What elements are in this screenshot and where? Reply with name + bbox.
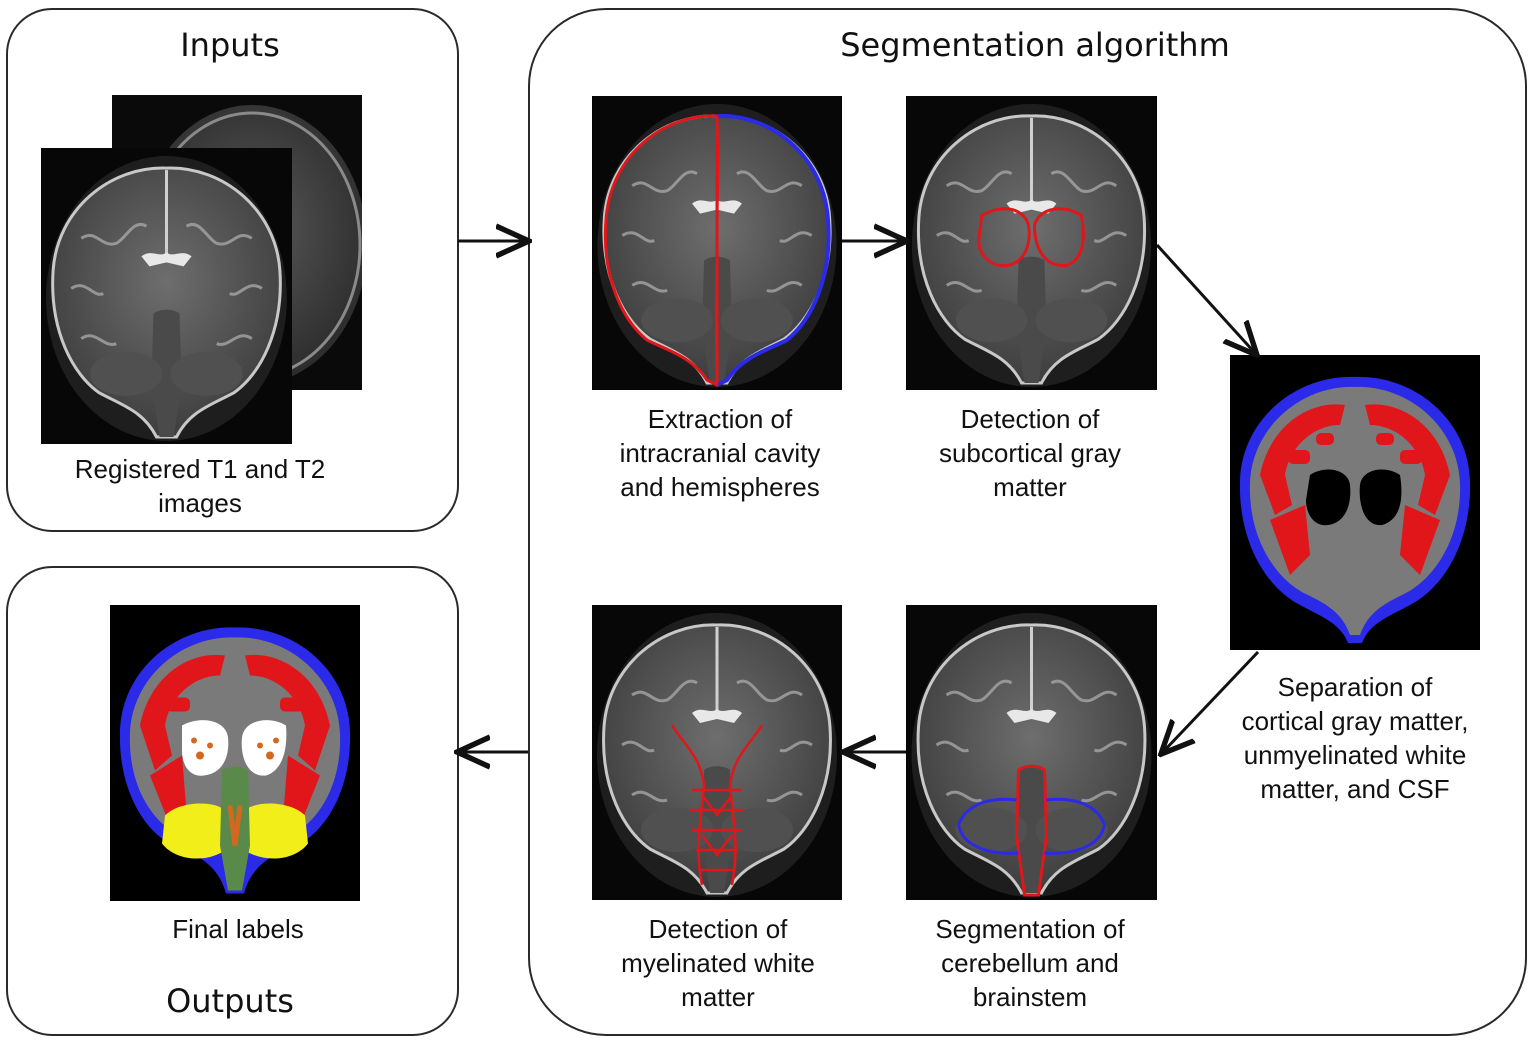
step-intracranial-caption: Extraction of intracranial cavity and he… bbox=[619, 404, 821, 502]
step-subcortical-image bbox=[906, 96, 1157, 390]
step-subcortical-caption: Detection of subcortical gray matter bbox=[938, 404, 1122, 502]
step-intracranial-image bbox=[592, 96, 842, 390]
step-cerebellum-caption: Segmentation of cerebellum and brainstem bbox=[935, 914, 1125, 1012]
algorithm-title: Segmentation algorithm bbox=[840, 26, 1230, 64]
step-myelinated-image bbox=[592, 605, 842, 900]
step-separation-image bbox=[1230, 355, 1480, 650]
t2-scan-image bbox=[41, 148, 292, 444]
step-cerebellum-image bbox=[906, 605, 1157, 900]
outputs-caption: Final labels bbox=[172, 914, 304, 944]
step-myelinated-caption: Detection of myelinated white matter bbox=[621, 914, 815, 1012]
inputs-title: Inputs bbox=[180, 26, 280, 64]
outputs-title: Outputs bbox=[166, 982, 294, 1020]
final-labels-image bbox=[110, 605, 360, 901]
inputs-caption: Registered T1 and T2 images bbox=[74, 454, 326, 518]
step-separation-caption: Separation of cortical gray matter, unmy… bbox=[1241, 672, 1469, 804]
